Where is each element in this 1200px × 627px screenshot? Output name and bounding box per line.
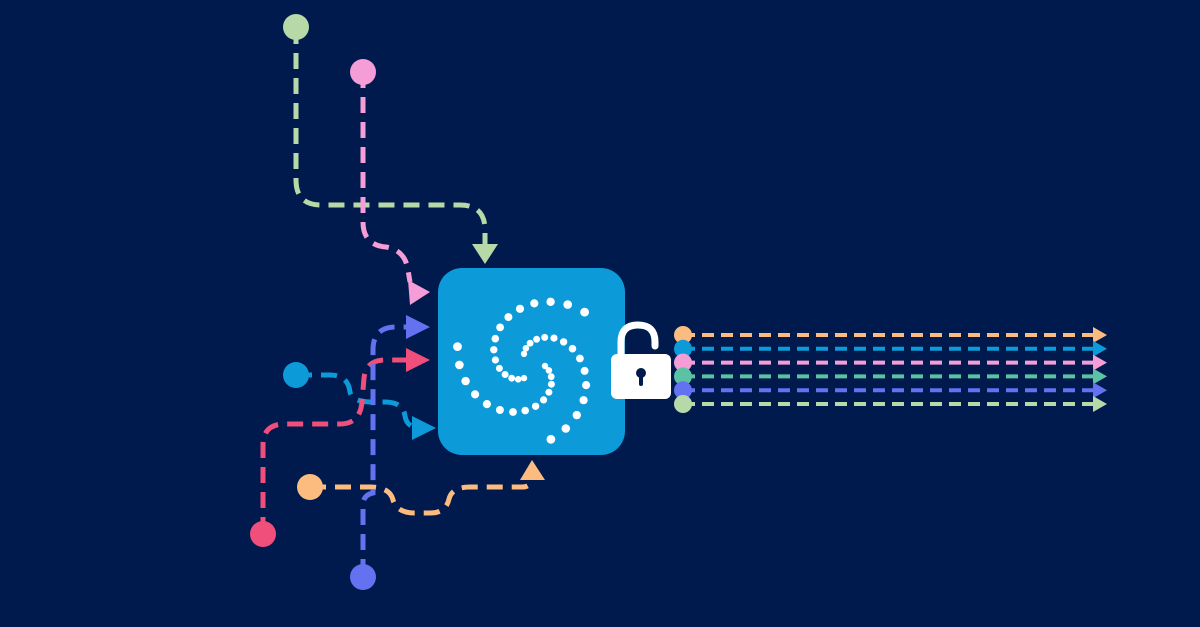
- swirl-dot: [521, 406, 529, 415]
- swirl-dot: [550, 334, 558, 342]
- swirl-dot: [561, 424, 571, 433]
- swirl-dot: [545, 388, 553, 396]
- swirl-dot: [522, 345, 530, 352]
- blue-arrowhead: [412, 416, 436, 440]
- swirl-dot: [455, 360, 464, 370]
- red-input-node: [250, 521, 276, 547]
- swirl-dot: [491, 356, 499, 364]
- teal-output-node: [674, 367, 692, 386]
- green-arrowhead: [472, 244, 498, 264]
- red-arrowhead: [406, 348, 430, 372]
- swirl-dot: [547, 380, 555, 388]
- swirl-dot: [514, 376, 522, 383]
- orange-input-node: [297, 474, 323, 500]
- swirl-dot: [572, 410, 581, 420]
- teal-output: [674, 367, 1107, 386]
- swirl-dot: [471, 390, 480, 399]
- pink-arrowhead: [408, 280, 430, 305]
- hub: [438, 268, 625, 455]
- swirl-dot: [490, 346, 498, 354]
- swirl-dot: [495, 406, 504, 414]
- swirl-dot: [530, 299, 539, 308]
- input-arrowheads: [406, 244, 545, 480]
- red-input-path: [260, 357, 408, 533]
- swirl-dot: [520, 350, 528, 358]
- pink-output-arrowhead: [1093, 354, 1107, 371]
- indigo-output: [674, 381, 1107, 400]
- swirl-dot: [559, 338, 568, 346]
- swirl-dot: [563, 300, 572, 309]
- swirl-dot: [453, 342, 462, 351]
- swirl-dot: [509, 408, 517, 416]
- swirl-dot: [508, 374, 516, 382]
- output-flows: [674, 326, 1107, 413]
- orange-output-node: [674, 326, 692, 344]
- swirl-dot: [545, 367, 553, 374]
- swirl-dots-logo-icon: [453, 297, 591, 444]
- swirl-dot: [579, 396, 588, 405]
- swirl-dot: [461, 376, 470, 386]
- pink-output: [674, 353, 1107, 372]
- swirl-dot: [541, 333, 549, 341]
- indigo-input-path: [360, 324, 410, 575]
- blue-output-arrowhead: [1093, 340, 1107, 357]
- swirl-dot: [576, 354, 584, 363]
- swirl-dot: [496, 323, 504, 332]
- orange-output-arrowhead: [1093, 327, 1107, 343]
- swirl-dot: [491, 334, 500, 343]
- pink-output-node: [674, 353, 692, 372]
- green-output-arrowhead: [1093, 396, 1107, 412]
- swirl-dot: [515, 304, 525, 313]
- swirl-dot: [526, 339, 534, 347]
- indigo-arrowhead: [406, 315, 430, 339]
- blue-output-node: [674, 339, 692, 358]
- green-output: [674, 395, 1107, 413]
- orange-arrowhead: [520, 460, 545, 480]
- swirl-dot: [541, 362, 549, 370]
- swirl-dot: [533, 335, 541, 343]
- swirl-dot: [504, 313, 513, 322]
- orange-input-path: [310, 476, 535, 516]
- input-flows: [260, 28, 535, 575]
- swirl-dot: [580, 366, 589, 375]
- swirl-dot: [520, 374, 528, 382]
- blue-input-node: [283, 362, 309, 388]
- input-nodes: [250, 14, 376, 590]
- teal-output-arrowhead: [1093, 368, 1107, 385]
- swirl-dot: [547, 373, 555, 381]
- swirl-dot: [540, 396, 548, 404]
- lock-keyhole-slot: [639, 373, 643, 386]
- indigo-output-node: [674, 381, 692, 400]
- swirl-dot: [482, 400, 491, 409]
- pink-input-node: [350, 59, 376, 85]
- swirl-dot: [582, 381, 591, 390]
- indigo-input-node: [350, 564, 376, 590]
- green-input-node: [283, 14, 309, 40]
- swirl-dot: [580, 307, 589, 317]
- hub-box: [438, 268, 625, 455]
- indigo-output-arrowhead: [1093, 382, 1107, 399]
- swirl-dot: [568, 344, 577, 353]
- swirl-dot: [546, 297, 555, 306]
- green-input-path: [293, 28, 488, 248]
- lock-shackle: [617, 321, 659, 360]
- unlocked-padlock-icon: [611, 321, 671, 399]
- swirl-dot: [546, 434, 556, 444]
- pink-input-path: [360, 72, 413, 283]
- orange-output: [674, 326, 1107, 344]
- swirl-dot: [501, 371, 509, 378]
- blue-output: [674, 339, 1107, 358]
- swirl-dot: [531, 402, 540, 410]
- blue-input-path: [296, 372, 421, 431]
- green-output-node: [674, 395, 692, 413]
- swirl-dot: [495, 364, 503, 372]
